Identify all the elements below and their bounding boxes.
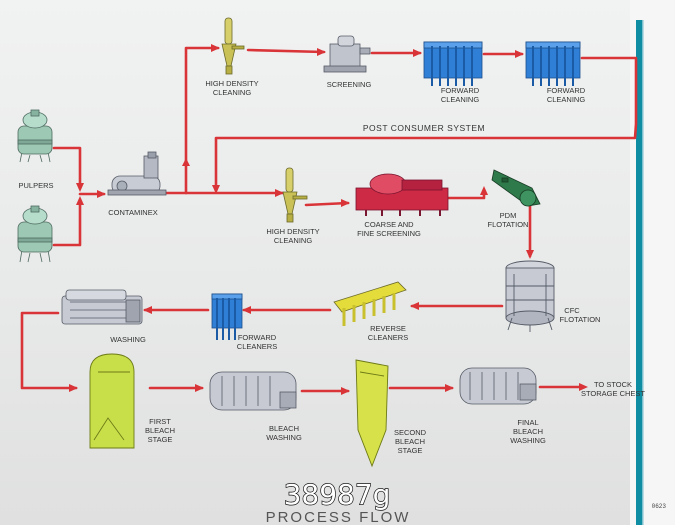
flow-hd-to-screening xyxy=(246,48,326,54)
label-hd-mid-1: HIGH DENSITY xyxy=(266,227,319,236)
arrowhead xyxy=(445,384,454,392)
label-stock-2: STORAGE CHEST xyxy=(581,389,645,398)
label-first-1: FIRST xyxy=(149,417,171,426)
label-reverse-1: REVERSE xyxy=(370,324,406,333)
label-first-3: STAGE xyxy=(148,435,173,444)
label-pdm-1: PDM xyxy=(500,211,517,220)
label-bw-1: BLEACH xyxy=(269,424,299,433)
second-bleach-stage-icon xyxy=(355,359,389,468)
flow-coarse-to-pdm xyxy=(446,188,486,200)
label-fwd1-1: FORWARD xyxy=(441,86,480,95)
arrowhead xyxy=(341,199,350,207)
arrowhead xyxy=(526,250,534,259)
flow-pulper-bottom xyxy=(52,198,82,247)
washing-icon xyxy=(61,289,143,325)
arrowhead xyxy=(143,306,152,314)
flow-washing-down xyxy=(20,311,78,390)
contaminex-icon xyxy=(107,151,167,196)
label-coarse-2: FINE SCREENING xyxy=(357,229,421,238)
arrowhead xyxy=(76,196,84,205)
hd-cleaner-mid-icon xyxy=(282,167,308,223)
label-cfc-2: FLOTATION xyxy=(560,315,601,324)
final-bleach-washing-icon xyxy=(459,367,537,405)
footer-title: PROCESS FLOW xyxy=(266,509,411,525)
label-bw-2: WASHING xyxy=(266,433,302,442)
screening-icon xyxy=(323,35,371,73)
cfc-flotation-icon xyxy=(505,260,555,332)
label-second-1: SECOND xyxy=(394,428,427,437)
label-hd-top-2: CLEANING xyxy=(213,88,252,97)
label-pulpers: PULPERS xyxy=(18,181,53,190)
label-fwd1-2: CLEANING xyxy=(441,95,480,104)
sheet-code: 0623 xyxy=(652,503,667,510)
pulper-top-icon xyxy=(17,109,53,163)
arrowhead xyxy=(480,186,488,195)
label-second-2: BLEACH xyxy=(395,437,425,446)
label-screening: SCREENING xyxy=(327,80,372,89)
flow-up-to-hd xyxy=(184,46,220,195)
label-fwdc-2: CLEANERS xyxy=(237,342,277,351)
arrowhead xyxy=(242,306,251,314)
label-final-1: FINAL xyxy=(517,418,538,427)
reverse-cleaners-icon xyxy=(333,281,407,326)
arrowhead xyxy=(413,49,422,57)
arrowheads xyxy=(69,44,588,395)
page-edge xyxy=(630,0,675,525)
arrowhead xyxy=(76,183,84,192)
label-fwd2-1: FORWARD xyxy=(547,86,586,95)
watermark: 38987g xyxy=(284,478,391,511)
arrowhead xyxy=(211,44,220,52)
label-hd-top-1: HIGH DENSITY xyxy=(205,79,258,88)
label-washing: WASHING xyxy=(110,335,146,344)
label-cfc-1: CFC xyxy=(564,306,580,315)
first-bleach-stage-icon xyxy=(89,353,135,449)
label-first-2: BLEACH xyxy=(145,426,175,435)
label-post-consumer: POST CONSUMER SYSTEM xyxy=(363,123,485,133)
arrowhead xyxy=(212,185,220,194)
arrowhead xyxy=(195,384,204,392)
label-stock-1: TO STOCK xyxy=(594,380,632,389)
hd-cleaner-top-icon xyxy=(221,17,245,75)
label-pdm-2: FLOTATION xyxy=(488,220,529,229)
arrowhead xyxy=(515,50,524,58)
label-fwd2-2: CLEANING xyxy=(547,95,586,104)
forward-cleaning-2-icon xyxy=(525,41,581,86)
flow-fwd2-loop xyxy=(214,56,638,190)
coarse-fine-screening-icon xyxy=(355,173,449,216)
label-reverse-2: CLEANERS xyxy=(368,333,408,342)
label-final-2: BLEACH xyxy=(513,427,543,436)
bleach-washing-icon xyxy=(209,371,297,411)
flow-pulper-top xyxy=(52,146,82,190)
label-hd-mid-2: CLEANING xyxy=(274,236,313,245)
arrowhead xyxy=(579,383,588,391)
arrowhead xyxy=(341,387,350,395)
arrowhead xyxy=(410,302,419,310)
pdm-flotation-icon xyxy=(491,169,541,207)
pulper-bottom-icon xyxy=(17,205,53,263)
label-contaminex: CONTAMINEX xyxy=(108,208,157,217)
arrowhead xyxy=(69,384,78,392)
arrowhead xyxy=(275,189,284,197)
label-coarse-1: COARSE AND xyxy=(364,220,414,229)
arrowhead xyxy=(97,190,106,198)
arrowhead xyxy=(182,158,190,166)
label-final-3: WASHING xyxy=(510,436,546,445)
label-fwdc-1: FORWARD xyxy=(238,333,277,342)
arrowhead xyxy=(317,48,326,56)
forward-cleaners-lower-icon xyxy=(211,293,243,340)
forward-cleaning-1-icon xyxy=(423,41,483,86)
label-second-3: STAGE xyxy=(398,446,423,455)
